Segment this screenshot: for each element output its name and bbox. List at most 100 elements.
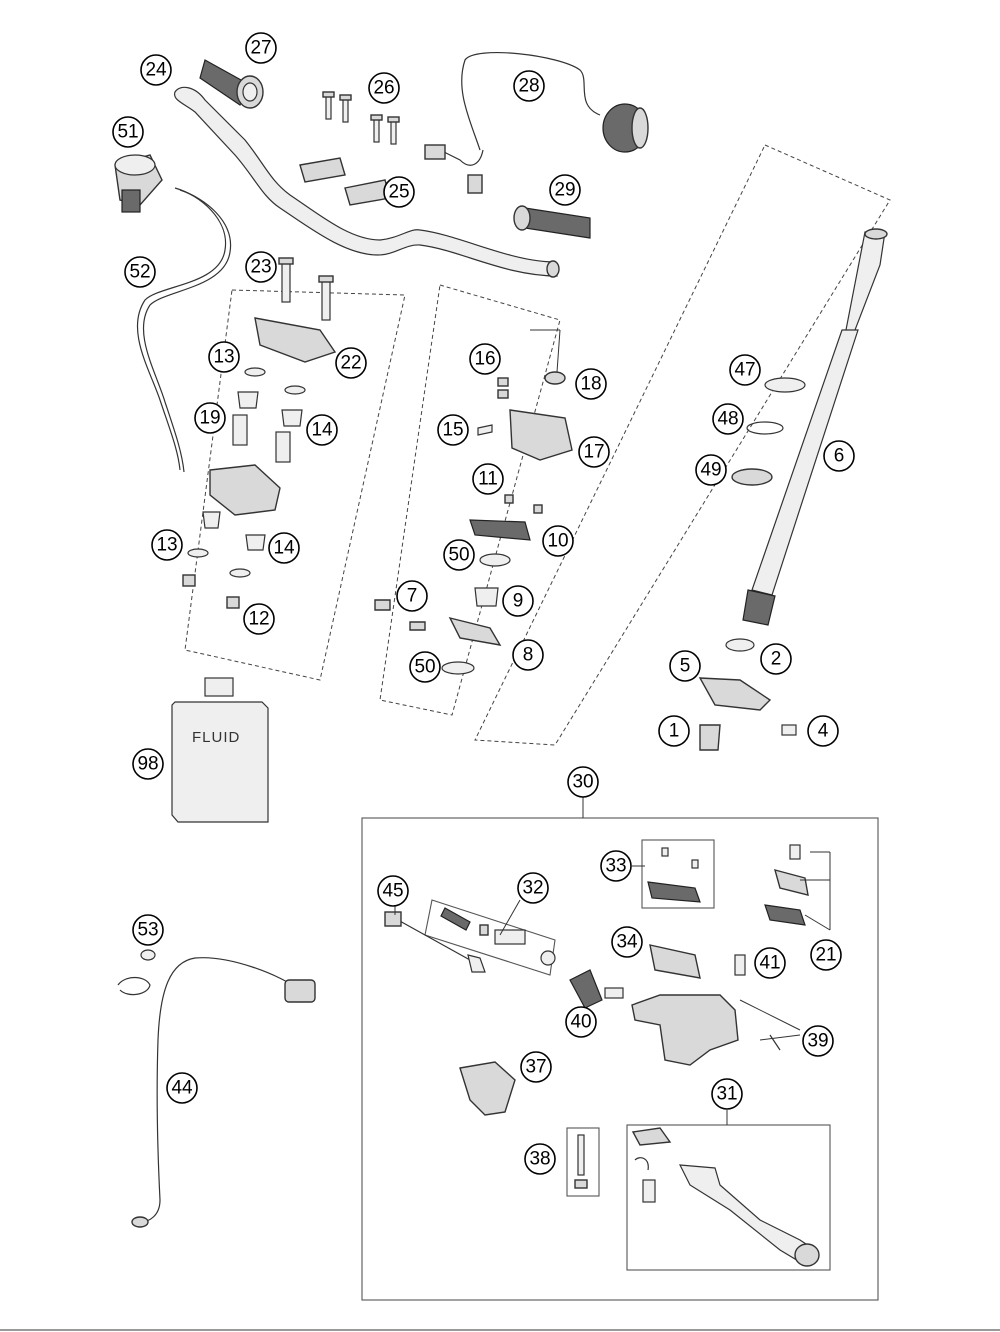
svg-text:30: 30 [572, 772, 593, 793]
callout-32: 32 [517, 872, 549, 904]
callout-28: 28 [513, 70, 545, 102]
bushings-19-14 [232, 391, 303, 463]
box-lever-assembly [626, 1124, 831, 1271]
callout-29: 29 [549, 174, 581, 206]
callout-51: 51 [112, 116, 144, 148]
grip-29 [513, 205, 591, 239]
svg-text:34: 34 [616, 932, 638, 953]
callout-50: 50 [443, 539, 475, 571]
callout-21: 21 [810, 939, 842, 971]
svg-text:2: 2 [771, 649, 782, 670]
svg-text:10: 10 [547, 531, 568, 552]
callout-6: 6 [823, 440, 855, 472]
callout-27: 27 [245, 32, 277, 64]
top-clamp-22 [254, 317, 337, 363]
reservoir-cover-33 [647, 847, 701, 903]
callout-1: 1 [658, 715, 690, 747]
svg-text:48: 48 [717, 409, 738, 430]
callout-53: 53 [132, 914, 164, 946]
lever-31 [631, 1127, 820, 1267]
svg-text:1: 1 [669, 721, 680, 742]
box-pin-38 [566, 1127, 600, 1197]
svg-text:41: 41 [759, 953, 780, 974]
callout-47: 47 [729, 354, 761, 386]
svg-text:38: 38 [529, 1149, 550, 1170]
svg-text:25: 25 [388, 182, 409, 203]
callout-39: 39 [802, 1025, 834, 1057]
lower-stem-parts [698, 638, 797, 751]
master-cylinder-body [631, 994, 739, 1066]
callout-9: 9 [502, 585, 534, 617]
svg-text:26: 26 [373, 78, 394, 99]
svg-text:44: 44 [171, 1078, 193, 1099]
svg-text:16: 16 [474, 349, 495, 370]
svg-text:27: 27 [250, 38, 271, 59]
callout-11: 11 [472, 463, 504, 495]
svg-text:13: 13 [156, 535, 177, 556]
lower-clamp-body [209, 464, 281, 516]
callout-12: 12 [243, 603, 275, 635]
boot-40 [569, 969, 624, 1009]
outline-lower-clamp-group [184, 289, 406, 681]
svg-text:17: 17 [583, 442, 604, 463]
svg-text:47: 47 [734, 360, 755, 381]
switch-cable-44 [117, 949, 316, 1228]
callout-17: 17 [578, 436, 610, 468]
svg-text:33: 33 [605, 856, 626, 877]
grip-27 [199, 59, 264, 109]
svg-text:49: 49 [700, 460, 721, 481]
bolts-23 [278, 257, 334, 321]
callout-40: 40 [565, 1006, 597, 1038]
bearings-47-49 [731, 377, 806, 486]
pin-38 [574, 1134, 588, 1189]
svg-text:98: 98 [137, 754, 158, 775]
callout-31: 31 [711, 1078, 743, 1110]
clamp-21 [764, 844, 809, 926]
callout-19: 19 [194, 402, 226, 434]
svg-text:37: 37 [525, 1057, 546, 1078]
svg-text:29: 29 [554, 180, 575, 201]
svg-text:23: 23 [250, 257, 271, 278]
svg-text:8: 8 [523, 645, 534, 666]
lower-bushings-13-14 [182, 511, 266, 609]
callout-37: 37 [520, 1051, 552, 1083]
fluid-bottle-98: FLUID [171, 677, 269, 823]
washers-13-top [244, 367, 306, 395]
lever-cover-37 [459, 1061, 516, 1116]
svg-text:7: 7 [407, 586, 418, 607]
svg-text:50: 50 [448, 545, 469, 566]
callout-5: 5 [669, 650, 701, 682]
callout-26: 26 [368, 72, 400, 104]
callout-25: 25 [383, 176, 415, 208]
callout-50: 50 [409, 651, 441, 683]
svg-text:40: 40 [570, 1012, 591, 1033]
svg-text:39: 39 [807, 1031, 828, 1052]
callout-23: 23 [245, 251, 277, 283]
svg-text:14: 14 [311, 420, 333, 441]
callout-24: 24 [140, 54, 172, 86]
piston-kit-32 [440, 907, 556, 966]
handlebar [173, 86, 558, 277]
callout-48: 48 [712, 403, 744, 435]
leader-lines [394, 329, 831, 1125]
callout-52: 52 [124, 256, 156, 288]
svg-text:31: 31 [716, 1084, 737, 1105]
outline-upper-clamp-group [379, 284, 561, 716]
callout-18: 18 [575, 368, 607, 400]
callout-14: 14 [268, 532, 300, 564]
svg-text:14: 14 [273, 538, 295, 559]
svg-text:52: 52 [129, 262, 150, 283]
callout-30: 30 [567, 766, 599, 798]
svg-text:11: 11 [478, 469, 498, 490]
throttle-cable-52 [136, 187, 227, 471]
callout-33: 33 [600, 850, 632, 882]
svg-text:22: 22 [340, 353, 361, 374]
svg-text:18: 18 [580, 374, 601, 395]
svg-text:5: 5 [680, 656, 691, 677]
box-master-cylinder-assembly [361, 817, 879, 1301]
screws-26 [322, 91, 400, 145]
svg-text:9: 9 [513, 591, 524, 612]
svg-text:32: 32 [522, 878, 543, 899]
svg-text:28: 28 [518, 76, 539, 97]
upper-clamp-parts [374, 371, 573, 675]
